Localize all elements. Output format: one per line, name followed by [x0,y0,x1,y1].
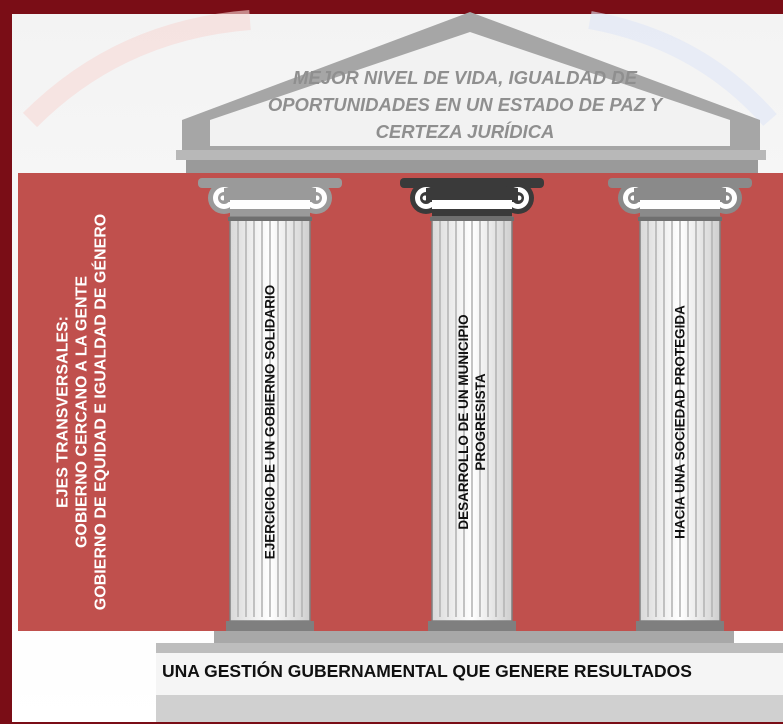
pillar-2-line-1: DESARROLLO DE UN MUNICIPIO [456,314,471,530]
roof-title: MEJOR NIVEL DE VIDA, IGUALDAD DE OPORTUN… [230,64,700,145]
architrave [186,160,758,173]
base-text: UNA GESTIÓN GUBERNAMENTAL QUE GENERE RES… [162,661,692,681]
roof-line-3: CERTEZA JURÍDICA [375,121,555,142]
roof-cornice [176,150,766,160]
side-line-1: EJES TRANSVERSALES: [54,315,72,509]
pillar-2-line-2: PROGRESISTA [473,373,488,471]
step-top [214,631,734,643]
roof-line-2: OPORTUNIDADES EN UN ESTADO DE PAZ Y [267,94,663,115]
decor-arc-right [588,11,777,126]
decor-arc [22,10,251,128]
base-bottom [156,695,783,722]
pillar-1 [198,178,342,631]
pillar-3 [608,178,752,631]
roof-inner [210,32,730,146]
base-slab [156,653,783,695]
step-middle [156,643,783,653]
roof-line-1: MEJOR NIVEL DE VIDA, IGUALDAD DE [292,67,637,88]
pillar-1-line-1: EJERCICIO DE UN GOBIERNO SOLIDARIO [262,284,278,560]
side-line-3: GOBIERNO DE EQUIDAD E IGUALDAD DE GÉNERO [92,213,110,611]
pillar-2 [400,178,544,631]
pillar-3-line-1: HACIA UNA SOCIEDAD PROTEGIDA [672,305,688,539]
side-line-2: GOBIERNO CERCANO A LA GENTE [73,275,91,549]
